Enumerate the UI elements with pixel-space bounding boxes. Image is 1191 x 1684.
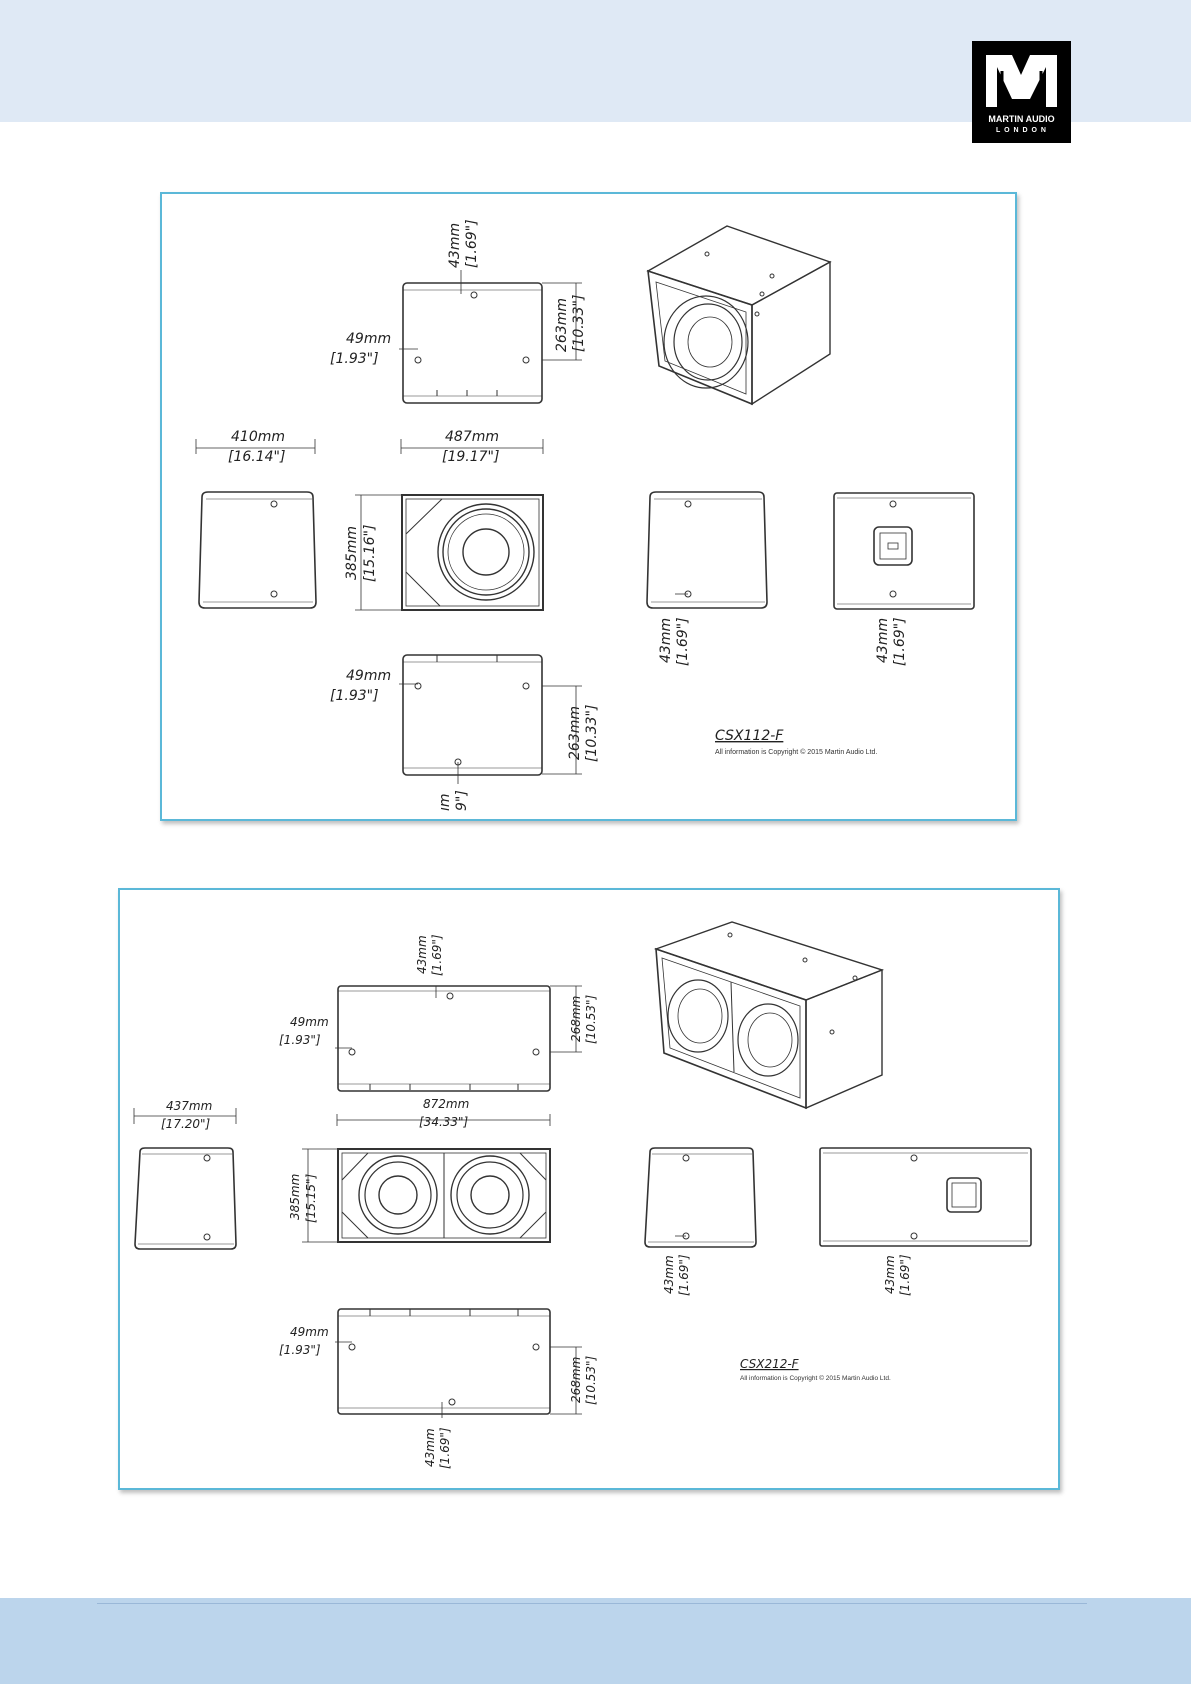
- csx112-front-height: 385mm: [344, 526, 360, 580]
- csx212-copyright: All information is Copyright © 2015 Mart…: [740, 1374, 891, 1382]
- drawing-csx212-frame: 43mm [1.69"] 268mm [10.53"] 49mm [1.93"]…: [118, 888, 1060, 1490]
- csx212-right-dim1-in: [1.69"]: [677, 1254, 691, 1296]
- csx212-side-width: 437mm: [166, 1099, 212, 1113]
- csx112-front-view: [355, 439, 544, 611]
- csx112-bottom-cut-dim-in: 9"]: [454, 790, 470, 811]
- csx112-front-height-in: [15.16"]: [362, 525, 378, 582]
- csx112-bottom-side-dim-in: [10.33"]: [584, 705, 600, 762]
- csx212-right-dim1: 43mm: [662, 1255, 676, 1294]
- csx212-model-label: CSX212-F: [740, 1357, 800, 1371]
- drawing-csx112-frame: 43mm [1.69"] 263mm [10.33"] 49mm [1.93"]…: [160, 192, 1017, 821]
- csx112-top-dim: 43mm: [447, 223, 463, 268]
- csx112-side-width: 410mm: [231, 429, 285, 445]
- csx212-front-view: [302, 1114, 551, 1243]
- csx112-top-dim-in: [1.69"]: [464, 219, 480, 268]
- csx112-front-width-in: [19.17"]: [442, 449, 499, 465]
- martin-audio-logo: MARTIN AUDIO L O N D O N: [972, 41, 1071, 143]
- csx212-front-height-in: [15.15"]: [304, 1173, 318, 1223]
- csx112-drawing: 43mm [1.69"] 263mm [10.33"] 49mm [1.93"]…: [195, 219, 975, 811]
- csx112-right-side-view: [646, 491, 768, 609]
- csx112-isometric-view: [646, 225, 832, 406]
- csx212-rear-view: [819, 1147, 1032, 1247]
- csx112-right-dim2: 43mm: [875, 618, 891, 663]
- csx112-left-dim: 49mm: [346, 331, 391, 347]
- csx112-side-view: [195, 439, 317, 609]
- csx212-bottom-dim-in: [1.69"]: [438, 1427, 452, 1469]
- csx212-bottom-left-dim-in: [1.93"]: [279, 1343, 321, 1357]
- csx112-side-dim: 263mm: [554, 298, 570, 352]
- csx212-bottom-side-dim: 268mm: [569, 1357, 583, 1403]
- logo-brand-text: MARTIN AUDIO: [988, 114, 1055, 124]
- csx112-copyright: All information is Copyright © 2015 Mart…: [715, 748, 877, 756]
- csx112-right-dim2-in: [1.69"]: [892, 617, 908, 666]
- csx112-bottom-view: [399, 654, 582, 784]
- csx112-bottom-left-dim-in: [1.93"]: [330, 688, 379, 704]
- csx112-bottom-side-dim: 263mm: [567, 706, 583, 760]
- csx112-front-width: 487mm: [445, 429, 499, 445]
- csx212-right-dim2-in: [1.69"]: [898, 1254, 912, 1296]
- csx212-front-width: 872mm: [423, 1097, 469, 1111]
- csx112-left-dim-in: [1.93"]: [330, 351, 379, 367]
- csx212-left-dim: 49mm: [290, 1015, 329, 1029]
- csx212-right-dim2: 43mm: [883, 1255, 897, 1294]
- footer-rule: [97, 1603, 1087, 1604]
- csx112-rear-view: [833, 492, 975, 610]
- csx212-left-dim-in: [1.93"]: [279, 1033, 321, 1047]
- csx212-front-height: 385mm: [288, 1174, 302, 1220]
- csx112-side-dim-in: [10.33"]: [571, 295, 587, 352]
- csx212-bottom-left-dim: 49mm: [290, 1325, 329, 1339]
- csx112-bottom-left-dim: 49mm: [346, 668, 391, 684]
- csx212-front-width-in: [34.33"]: [419, 1115, 469, 1129]
- csx112-right-dim1: 43mm: [658, 618, 674, 663]
- csx112-model-label: CSX112-F: [715, 728, 784, 744]
- csx212-drawing: 43mm [1.69"] 268mm [10.53"] 49mm [1.93"]…: [133, 921, 1032, 1469]
- csx212-top-dim: 43mm: [415, 935, 429, 974]
- csx212-bottom-dim: 43mm: [423, 1428, 437, 1467]
- csx212-isometric-view: [653, 921, 885, 1110]
- csx212-side-dim-in: [10.53"]: [584, 994, 598, 1044]
- csx212-side-width-in: [17.20"]: [161, 1117, 211, 1131]
- csx212-side-view: [133, 1108, 237, 1250]
- csx212-bottom-side-dim-in: [10.53"]: [584, 1355, 598, 1405]
- csx112-top-view: [399, 270, 582, 404]
- csx212-bottom-view: [335, 1308, 582, 1418]
- csx112-side-width-in: [16.14"]: [228, 449, 285, 465]
- csx212-top-view: [335, 985, 582, 1092]
- csx112-right-dim1-in: [1.69"]: [675, 617, 691, 666]
- m-logo-icon: [986, 55, 1057, 107]
- logo-city-text: L O N D O N: [996, 127, 1047, 134]
- csx212-top-dim-in: [1.69"]: [430, 934, 444, 976]
- csx112-bottom-cut-dim: ım: [437, 793, 453, 811]
- csx212-side-dim: 268mm: [569, 996, 583, 1042]
- csx212-right-side-view: [644, 1147, 757, 1248]
- footer-band: [0, 1598, 1191, 1684]
